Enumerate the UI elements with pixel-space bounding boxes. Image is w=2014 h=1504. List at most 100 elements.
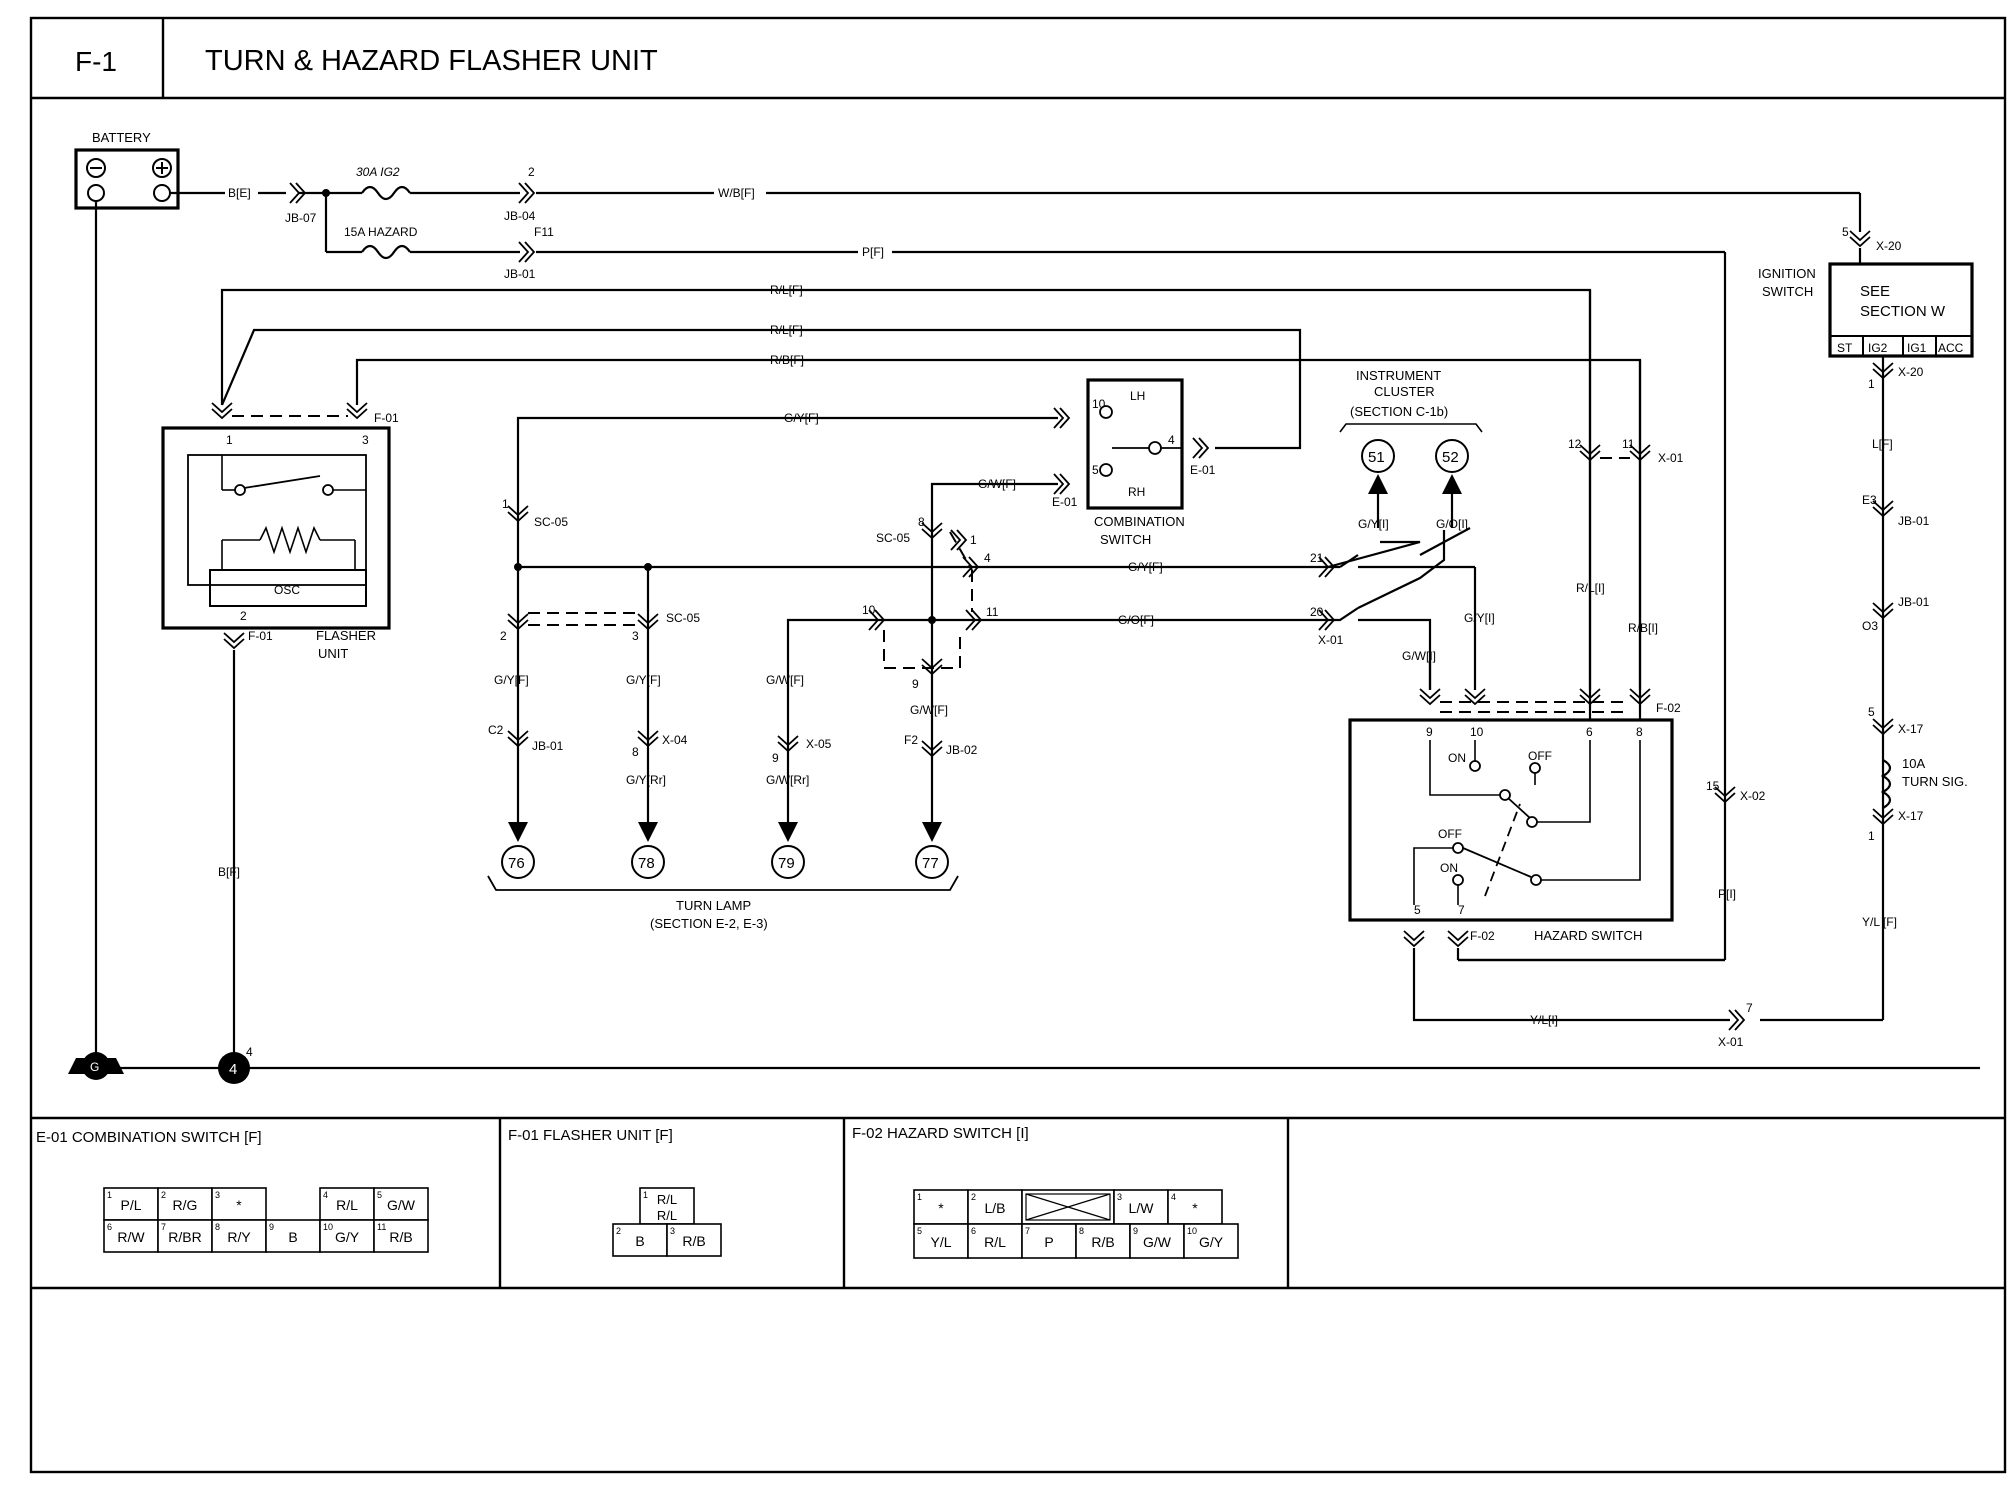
pin-5: 5 xyxy=(1842,225,1849,239)
turn-lamp-wires xyxy=(516,416,1477,828)
flasher-unit: OSC 1 3 2 FLASHER UNIT xyxy=(161,426,391,661)
ref-76: 76 xyxy=(508,855,525,872)
pin-7: 7 xyxy=(1746,1001,1753,1015)
wire-gof: G/O[F] xyxy=(1118,613,1154,627)
f02-pin-cell: 7P xyxy=(1021,1223,1077,1259)
see-section-line2: SECTION W xyxy=(1860,303,1946,320)
f02-pin-cell: 5Y/L xyxy=(913,1223,969,1259)
osc-label: OSC xyxy=(274,583,300,597)
pin-20: 20 xyxy=(1310,605,1324,619)
wire-color: P xyxy=(1044,1234,1053,1250)
pin-4-c: 4 xyxy=(1168,433,1175,447)
wire-gyi: G/Y[I] xyxy=(1358,517,1389,531)
connector-jb04: JB-04 xyxy=(504,209,536,223)
pin-number: 4 xyxy=(1171,1192,1176,1202)
pin-number: 8 xyxy=(215,1222,220,1232)
wire-rlf-a: R/L[F] xyxy=(770,283,803,297)
wire-color: Y/L xyxy=(930,1234,951,1250)
connector-jb01-b: JB-01 xyxy=(1898,514,1930,528)
connector-e01-b: E-01 xyxy=(1052,495,1078,509)
diagram-title: TURN & HAZARD FLASHER UNIT xyxy=(205,45,658,77)
pin-number: 5 xyxy=(377,1190,382,1200)
pin-number: 10 xyxy=(1187,1226,1197,1236)
turn-lamp-label-1: TURN LAMP xyxy=(676,898,751,913)
pin-number: 3 xyxy=(215,1190,220,1200)
e01-pin-cell: 7R/BR xyxy=(157,1219,213,1253)
connector-x04: X-04 xyxy=(662,733,688,747)
wire-color: R/L xyxy=(657,1192,677,1207)
ign-pos-acc: ACC xyxy=(1938,341,1964,355)
connector-e3: E3 xyxy=(1862,493,1877,507)
f02-pin-cell: 6R/L xyxy=(967,1223,1023,1259)
connector-x20: X-20 xyxy=(1876,239,1902,253)
on-label-1: ON xyxy=(1448,751,1466,765)
f02-pin-cell: 3L/W xyxy=(1113,1189,1169,1225)
pin-9-sc: 9 xyxy=(912,677,919,691)
wire-gwf-c: G/W[F] xyxy=(766,673,804,687)
pin-2-sc: 2 xyxy=(500,629,507,643)
wire-pi: P[I] xyxy=(1718,887,1736,901)
e01-pin-cell: 8R/Y xyxy=(211,1219,267,1253)
pin-2-f: 2 xyxy=(240,609,247,623)
ref-51: 51 xyxy=(1368,449,1385,466)
wire-gyi-b: G/Y[I] xyxy=(1464,611,1495,625)
ic-label-2: CLUSTER xyxy=(1374,384,1435,399)
ic-label-1: INSTRUMENT xyxy=(1356,368,1441,383)
f02-pin-cell: 8R/B xyxy=(1075,1223,1131,1259)
connector-x01-c: X-01 xyxy=(1718,1035,1744,1049)
rh-label: RH xyxy=(1128,485,1145,499)
pin-number: 3 xyxy=(1117,1192,1122,1202)
off-label-1: OFF xyxy=(1528,749,1552,763)
splice-dot xyxy=(514,563,522,571)
turn-lamp-label-2: (SECTION E-2, E-3) xyxy=(650,916,768,931)
f02-connector-view: F-02 HAZARD SWITCH [I] 1*2L/B3L/W4*5Y/L6… xyxy=(852,1125,1239,1259)
ign-pos-st: ST xyxy=(1837,341,1853,355)
f02-pin-cell: 2L/B xyxy=(967,1189,1023,1225)
ignition-label-2: SWITCH xyxy=(1762,284,1813,299)
wire-color: R/L xyxy=(336,1197,358,1213)
wire-bf: B[F] xyxy=(218,865,240,879)
pin-15: 15 xyxy=(1706,779,1720,793)
e01-pin-cell: 3* xyxy=(211,1187,267,1221)
wire-color: B xyxy=(635,1233,644,1249)
connector-jb07: JB-07 xyxy=(285,211,317,225)
connector-x17-b: X-17 xyxy=(1898,809,1924,823)
fuse-turn-sig-2: TURN SIG. xyxy=(1902,774,1968,789)
e01-pin-cell: 9B xyxy=(265,1219,321,1253)
wire-color: * xyxy=(236,1197,242,1213)
wire-color: L/W xyxy=(1129,1200,1155,1216)
hazard-switch: F-02 9 10 6 8 5 7 ON OFF OFF ON HAZARD S… xyxy=(1348,290,1681,943)
connector-x05: X-05 xyxy=(806,737,832,751)
ignition-switch: 5 X-20 SEE SECTION W ST IG2 IG1 ACC IGNI… xyxy=(1758,225,1974,358)
pin-1: 1 xyxy=(1868,377,1875,391)
instrument-cluster: INSTRUMENT CLUSTER (SECTION C-1b) xyxy=(1339,368,1483,528)
f02-blank-cell xyxy=(1021,1189,1115,1225)
comb-label-2: SWITCH xyxy=(1100,532,1151,547)
pin-1-sc: 1 xyxy=(502,497,509,511)
ref-78: 78 xyxy=(638,855,655,872)
connector-f01: F-01 xyxy=(374,411,399,425)
connector-x17: X-17 xyxy=(1898,722,1924,736)
wire-color: P/L xyxy=(120,1197,141,1213)
pin-11-sc: 11 xyxy=(986,605,999,619)
connector-x02: X-02 xyxy=(1740,789,1766,803)
diagram-code: F-1 xyxy=(75,46,117,77)
pin-21: 21 xyxy=(1310,551,1324,565)
pin-number: 5 xyxy=(917,1226,922,1236)
pin-6-h: 6 xyxy=(1586,725,1593,739)
f02-pin-cell: 9G/W xyxy=(1129,1223,1185,1259)
wire-gwrr: G/W[Rr] xyxy=(766,773,809,787)
connector-x20-b: X-20 xyxy=(1898,365,1924,379)
hazard-label: HAZARD SWITCH xyxy=(1534,928,1642,943)
wire-color: R/L xyxy=(984,1234,1006,1250)
wire-color: G/Y xyxy=(335,1229,360,1245)
comb-label-1: COMBINATION xyxy=(1094,514,1185,529)
wire-goi: G/O[I] xyxy=(1436,517,1468,531)
e01-pin-cell: 4R/L xyxy=(319,1187,375,1221)
pin-number: 1 xyxy=(917,1192,922,1202)
ref-77: 77 xyxy=(922,855,939,872)
connector-x01-b: X-01 xyxy=(1658,451,1684,465)
wire-gyf-b: G/Y[F] xyxy=(1128,560,1163,574)
